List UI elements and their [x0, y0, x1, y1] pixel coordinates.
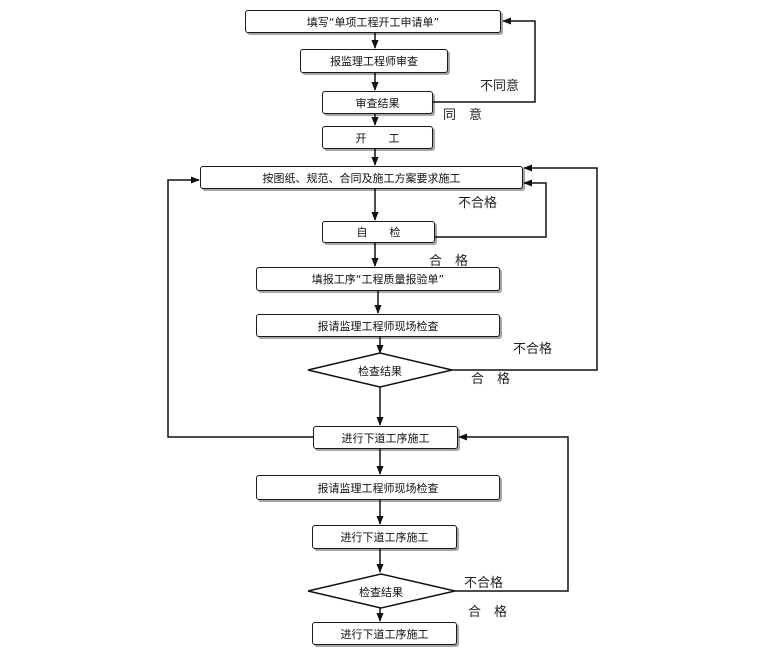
step-next-process-1: 进行下道工序施工 [313, 426, 458, 449]
loop-disagree [433, 17, 536, 103]
step-start-work: 开 工 [322, 126, 433, 149]
label-pass-inspection: 合 格 [471, 372, 511, 387]
step-construct-per-drawings: 按图纸、规范、合同及施工方案要求施工 [200, 166, 523, 189]
step-request-site-inspection-2: 报请监理工程师现场检查 [256, 475, 500, 500]
loop-left-return [167, 176, 313, 438]
step-fill-application: 填写“单项工程开工申请单” [245, 10, 501, 33]
label-pass-selfcheck: 合 格 [429, 254, 469, 269]
label-fail-inspection: 不合格 [513, 342, 553, 357]
loop-inspection2-fail [455, 433, 569, 592]
label-fail-inspection-2: 不合格 [464, 576, 504, 591]
label-disagree: 不同意 [480, 79, 520, 94]
decision-diamond-2 [307, 573, 456, 609]
step-review-result: 审查结果 [322, 91, 433, 114]
step-fill-quality-form: 填报工序“工程质量报验单” [256, 267, 500, 291]
step-submit-supervisor-review: 报监理工程师审查 [300, 49, 448, 73]
step-next-process-2: 进行下道工序施工 [312, 525, 457, 549]
decision-1-label: 检查结果 [358, 365, 402, 378]
step-request-site-inspection-1: 报请监理工程师现场检查 [256, 314, 500, 337]
decision-2-label: 检查结果 [359, 586, 403, 599]
step-next-process-3: 进行下道工序施工 [312, 622, 457, 645]
label-fail-selfcheck: 不合格 [458, 196, 498, 211]
loop-inspection-fail [452, 164, 598, 371]
decision-diamond-1 [307, 352, 453, 388]
label-pass-inspection-2: 合 格 [468, 605, 508, 620]
label-agree: 同 意 [443, 108, 483, 123]
step-self-check: 自 检 [322, 221, 435, 243]
loop-selfcheck-fail [435, 179, 547, 238]
